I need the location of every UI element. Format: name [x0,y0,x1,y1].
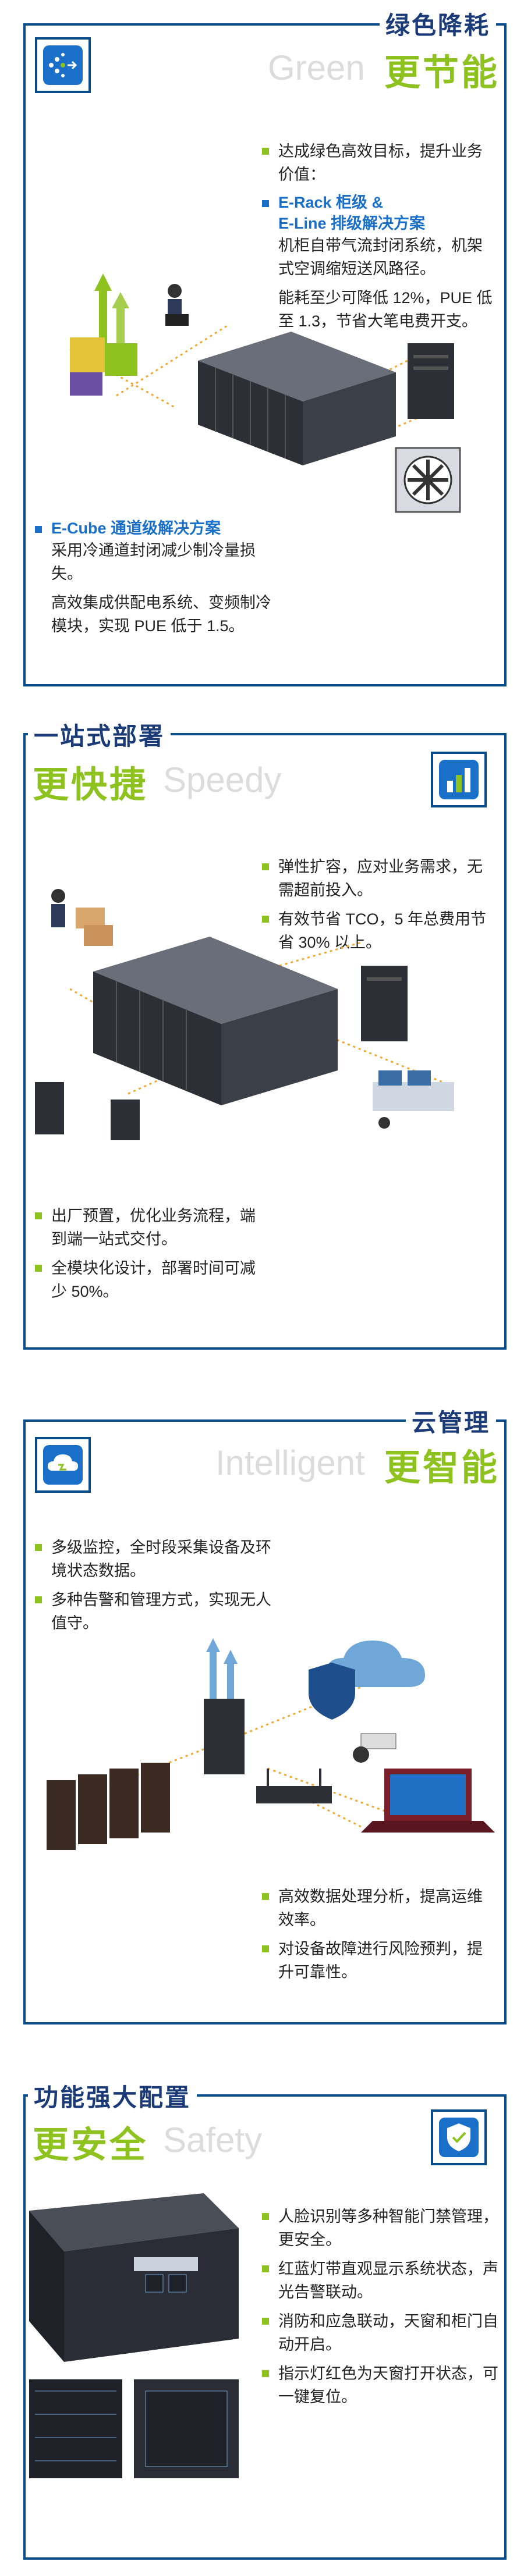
section-title-en: Safety [163,2120,263,2159]
section-green: 绿色降耗 Green 更节能 达成绿色高效目标，提升业务价值： E-Rack 柜… [0,0,524,698]
section-title: 一站式部署 [28,717,171,752]
ecube-paragraph-1: 采用冷通道封闭减少制冷量损失。 [51,542,256,582]
safety-bullet-1: 人脸识别等多种智能门禁管理，更安全。 [262,2205,501,2251]
section-frame [23,23,507,686]
safety-bullet-2: 红蓝灯带直观显示系统状态，声光告警联动。 [262,2257,501,2304]
green-intro: 达成绿色高效目标，提升业务价值： [262,140,495,186]
section-frame [23,733,507,1350]
erack-paragraph-2: 能耗至少可降低 12%，PUE 低至 1.3，节省大笔电费开支。 [278,289,493,330]
speedy-bullets-top: 弹性扩容，应对业务需求，无需超前投入。 有效节省 TCO，5 年总费用节省 30… [262,855,495,960]
section-title-en: Speedy [163,760,282,799]
section-title: 功能强大配置 [28,2078,197,2114]
section-icon-box [431,2109,487,2165]
safety-bullet-4: 指示灯红色为天窗打开状态，可一键复位。 [262,2362,501,2408]
section-title-en: Green [268,48,365,87]
section-title: 云管理 [405,1403,496,1439]
intelligent-bullet-1: 多级监控，全时段采集设备及环境状态数据。 [35,1536,279,1582]
data-flow-icon [43,45,83,85]
green-bullets-top: 达成绿色高效目标，提升业务价值： E-Rack 柜级 & E-Line 排级解决… [262,140,495,339]
intelligent-bullet-3: 高效数据处理分析，提高运维效率。 [262,1885,495,1931]
speedy-bullet-1: 弹性扩容，应对业务需求，无需超前投入。 [262,855,495,902]
intelligent-bullet-2: 多种告警和管理方式，实现无人值守。 [35,1588,279,1635]
section-intelligent: 云管理 Intelligent 更智能 多级监控，全时段采集设备及环境状态数据。… [0,1396,524,2048]
frame-right-edge [504,23,507,686]
section-icon-box [35,37,91,93]
speedy-illustration [35,889,454,1140]
section-title-en: Intelligent [215,1443,365,1482]
frame-right-edge [504,1419,507,2024]
section-title-big: 更节能 [384,53,500,93]
section-safety: 功能强大配置 更安全 Safety 人脸识别等多种智能门禁管理，更安全。 红蓝灯 [0,2071,524,2576]
erack-paragraph-1: 机柜自带气流封闭系统，机架式空调缩短送风路径。 [278,237,483,277]
cloud-icon [43,1445,83,1485]
section-title: 绿色降耗 [379,6,496,41]
section-icon-box [431,752,487,807]
intelligent-bullet-4: 对设备故障进行风险预判，提升可靠性。 [262,1937,495,1984]
safety-bullets: 人脸识别等多种智能门禁管理，更安全。 红蓝灯带直观显示系统状态，声光告警联动。 … [262,2205,501,2414]
intelligent-illustration [47,1638,495,1850]
section-speedy: 一站式部署 更快捷 Speedy 弹性扩容，应对业务需求，无需超前投入。 有效节… [0,710,524,1361]
intelligent-bullets-bottom: 高效数据处理分析，提高运维效率。 对设备故障进行风险预判，提升可靠性。 [262,1885,495,1990]
ecube-paragraph-2: 高效集成供配电系统、变频制冷模块，实现 PUE 低于 1.5。 [51,594,271,635]
green-bullets-bottom: E-Cube 通道级解决方案 采用冷通道封闭减少制冷量损失。 高效集成供配电系统… [35,518,279,643]
section-frame [23,2094,507,2560]
erack-heading: E-Rack 柜级 & [278,194,384,211]
section-title-big: 更快捷 [33,765,148,805]
ecube-heading: E-Cube 通道级解决方案 [51,520,221,537]
safety-bullet-3: 消防和应急联动，天窗和柜门自动开启。 [262,2310,501,2356]
eline-heading: E-Line 排级解决方案 [278,215,426,232]
section-icon-box [35,1437,91,1493]
section-title-big: 更安全 [33,2125,148,2165]
frame-left-edge [23,733,26,1350]
speedy-bullets-bottom: 出厂预置，优化业务流程，端到端一站式交付。 全模块化设计，部署时间可减少 50%… [35,1204,268,1309]
speedy-bullet-4: 全模块化设计，部署时间可减少 50%。 [35,1257,268,1303]
green-illustration [69,273,461,513]
shield-icon [439,2118,479,2157]
frame-left-edge [23,2094,26,2560]
erack-block: E-Rack 柜级 & E-Line 排级解决方案 机柜自带气流封闭系统，机架式… [262,192,495,333]
intelligent-bullets-top: 多级监控，全时段采集设备及环境状态数据。 多种告警和管理方式，实现无人值守。 [35,1536,279,1641]
safety-illustration [29,2193,239,2478]
section-frame [23,1419,507,2024]
chart-bar-icon [439,760,479,799]
section-title-big: 更智能 [384,1448,500,1488]
intro-text: 达成绿色高效目标，提升业务价值： [278,143,483,183]
speedy-bullet-3: 出厂预置，优化业务流程，端到端一站式交付。 [35,1204,268,1251]
speedy-bullet-2: 有效节省 TCO，5 年总费用节省 30% 以上。 [262,908,495,954]
ecube-block: E-Cube 通道级解决方案 采用冷通道封闭减少制冷量损失。 高效集成供配电系统… [35,518,279,638]
